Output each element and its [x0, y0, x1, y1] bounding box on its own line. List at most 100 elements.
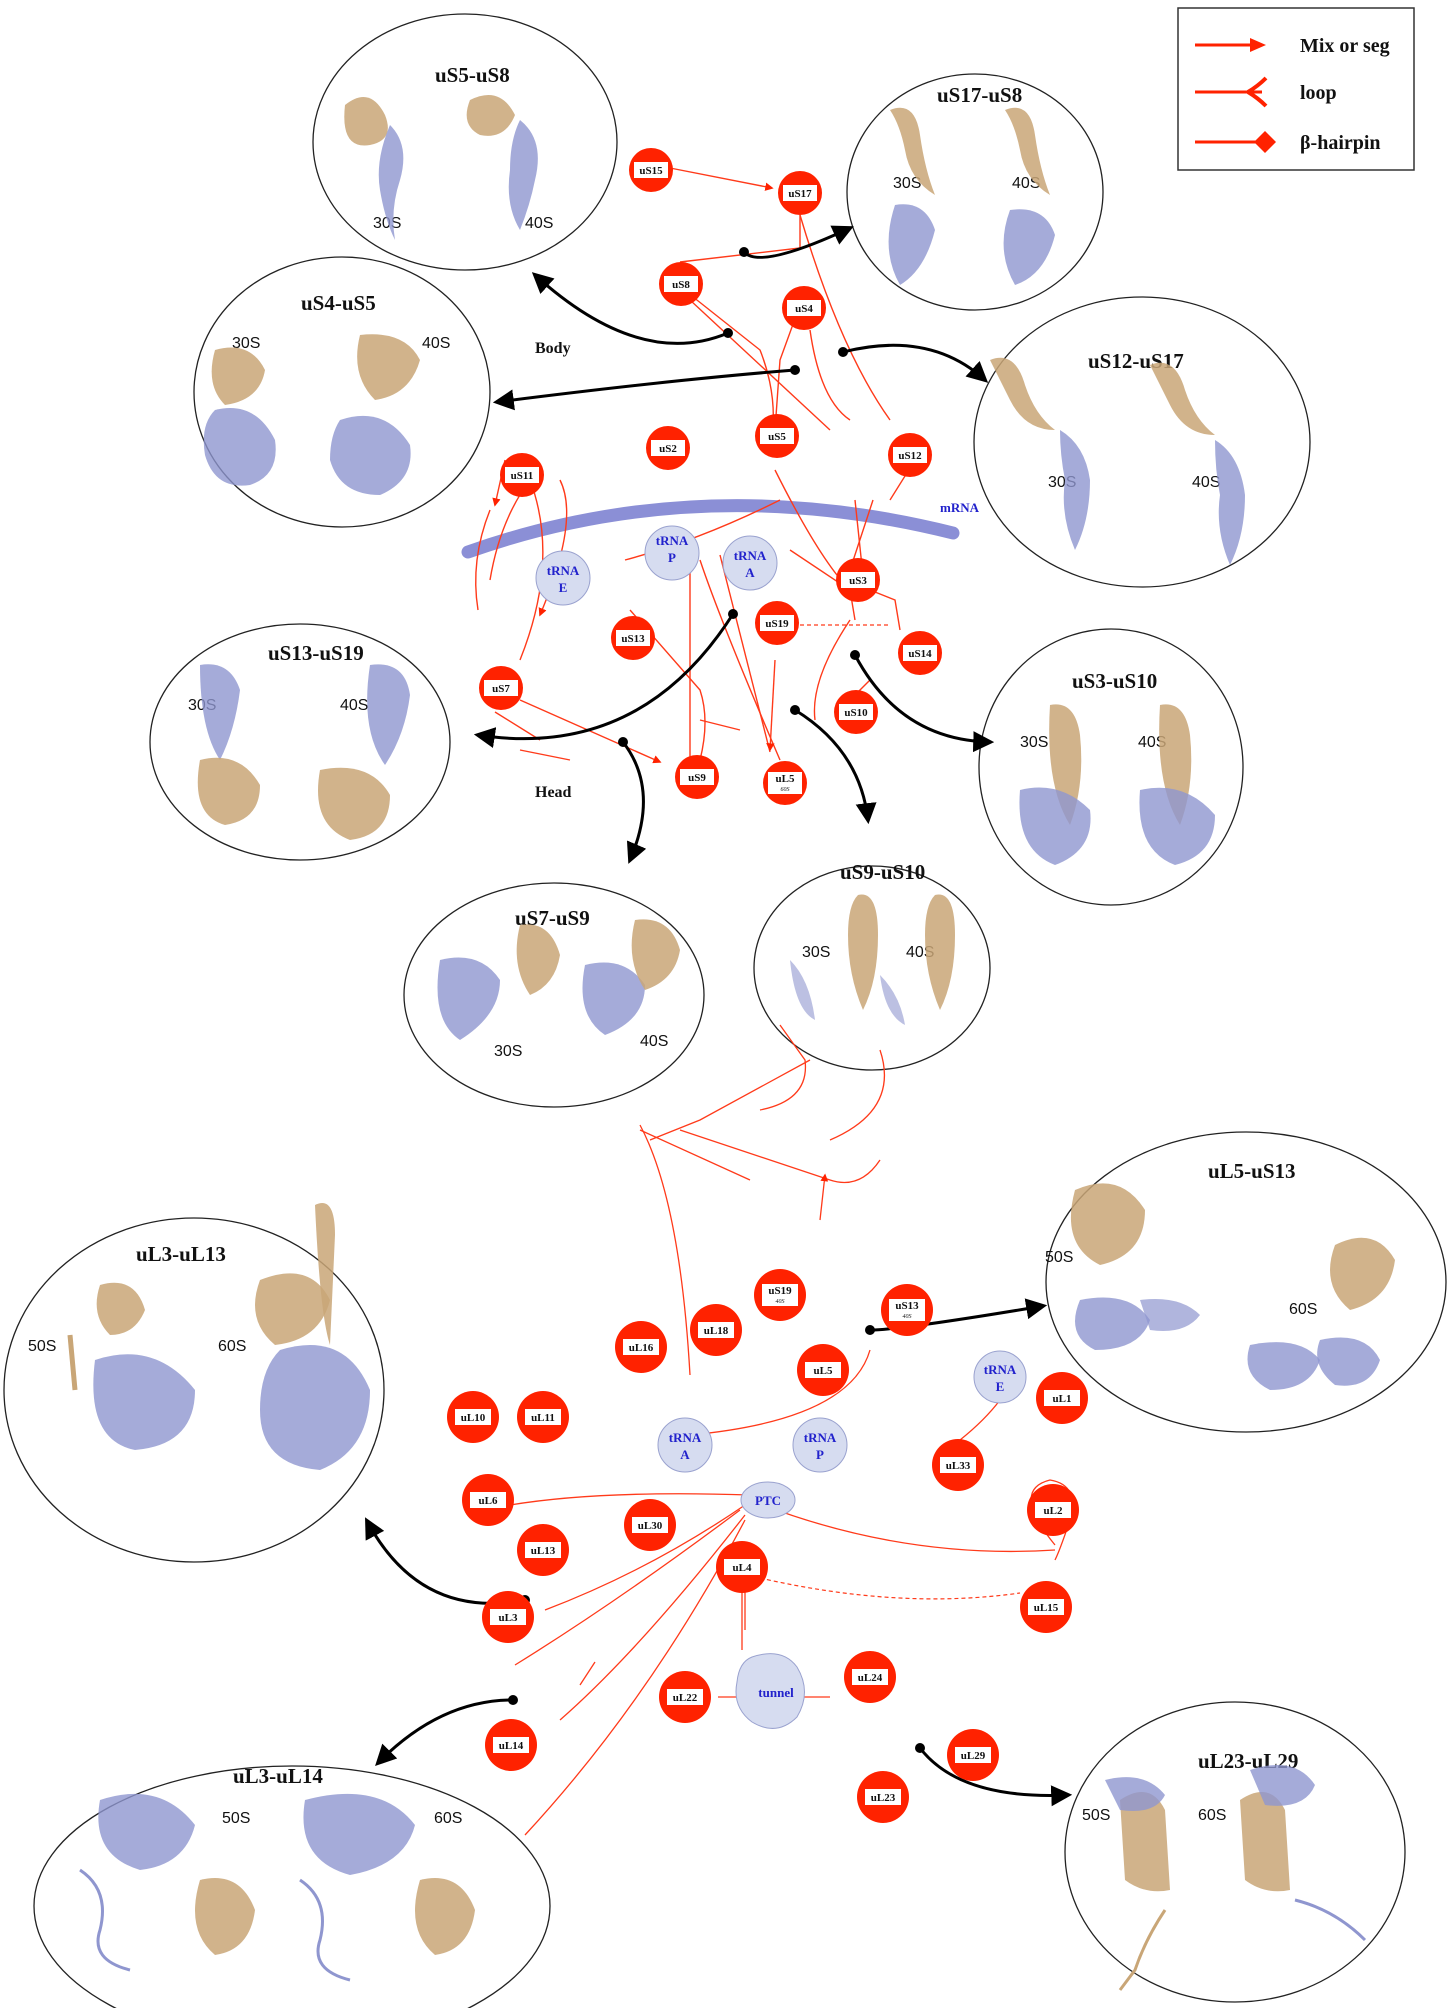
node-label-box	[903, 645, 937, 661]
protein-node-us9[interactable]: uS9	[675, 755, 719, 799]
trna-e-node[interactable]: tRNA E	[973, 1350, 1027, 1404]
protein-node-ul1[interactable]: uL1	[1036, 1372, 1088, 1424]
bridge-dots	[508, 247, 925, 1753]
trna-a-node[interactable]: tRNA A	[657, 1417, 713, 1473]
circle-title: uL5-uS13	[1208, 1159, 1296, 1183]
structure-circle: uS9-uS10 30S 40S	[753, 860, 991, 1071]
protein-node-ul5[interactable]: uL5	[797, 1344, 849, 1396]
node-label-box	[1028, 1599, 1064, 1615]
protein-node-us10[interactable]: uS10	[834, 690, 878, 734]
node-label: uL10	[461, 1412, 486, 1424]
legend-label: loop	[1300, 82, 1337, 104]
protein-node-us3[interactable]: uS3	[836, 558, 880, 602]
protein-node-ul24[interactable]: uL24	[844, 1651, 896, 1703]
protein-node-ul10[interactable]: uL10	[447, 1391, 499, 1443]
circle-right-label: 60S	[1198, 1807, 1226, 1824]
circle-title: uS17-uS8	[937, 83, 1022, 107]
node-label: uL4	[733, 1562, 752, 1574]
mrna-strand	[461, 499, 960, 559]
protein-node-ul3[interactable]: uL3	[482, 1591, 534, 1643]
node-label-box	[955, 1747, 991, 1763]
tunnel-node[interactable]: tunnel	[735, 1653, 805, 1729]
node-label-box	[616, 630, 650, 646]
protein-node-us8[interactable]: uS8	[659, 262, 703, 306]
protein-node-us13[interactable]: uS13	[611, 616, 655, 660]
protein-node-us4[interactable]: uS4	[782, 286, 826, 330]
protein-node-ul4[interactable]: uL4	[716, 1541, 768, 1593]
protein-node-ul2[interactable]: uL2	[1027, 1484, 1079, 1536]
protein-node-ul11[interactable]: uL11	[517, 1391, 569, 1443]
structure-circle: uS7-uS9 30S 40S	[403, 882, 705, 1108]
protein-node-us17[interactable]: uS17	[778, 171, 822, 215]
node-label: tRNA	[669, 1430, 702, 1445]
circle-right-label: 40S	[422, 335, 450, 352]
circle-title: uL3-uL13	[136, 1242, 226, 1266]
protein-structure-image	[67, 1203, 370, 1470]
node-label-box	[493, 1737, 529, 1753]
structure-circles: uS5-uS8 30S 40S uS17-uS8 30S 40S	[3, 13, 1447, 2008]
trna-a-node[interactable]: tRNA A	[722, 535, 778, 591]
protein-node-ul22[interactable]: uL22	[659, 1671, 711, 1723]
trna-e-node[interactable]: tRNA E	[535, 550, 591, 606]
protein-node-ul6[interactable]: uL6	[462, 1474, 514, 1526]
ptc-node[interactable]: PTC	[740, 1481, 796, 1519]
protein-structure-image	[1019, 704, 1215, 865]
protein-node-ul18[interactable]: uL18	[690, 1304, 742, 1356]
structure-circle: uS5-uS8 30S 40S	[312, 13, 618, 271]
node-label: uS15	[639, 165, 663, 177]
protein-node-ul23[interactable]: uL23	[857, 1771, 909, 1823]
body-label: Body	[535, 340, 571, 357]
protein-node-ul13[interactable]: uL13	[517, 1524, 569, 1576]
node-label: uS19	[765, 618, 789, 630]
node-label-box	[455, 1409, 491, 1425]
protein-structure-image	[437, 919, 680, 1040]
protein-node-ul15[interactable]: uL15	[1020, 1581, 1072, 1633]
protein-node-us14[interactable]: uS14	[898, 631, 942, 675]
protein-node-ul14[interactable]: uL14	[485, 1719, 537, 1771]
structure-circle: uL23-uL29 50S 60S	[1064, 1701, 1406, 2003]
protein-structure-image	[1070, 1183, 1395, 1390]
protein-node-ul16[interactable]: uL16	[615, 1321, 667, 1373]
node-label: uL16	[629, 1342, 654, 1354]
circle-right-label: 40S	[525, 215, 553, 232]
diamond-icon	[1254, 131, 1276, 153]
node-label-box	[841, 572, 875, 588]
circle-left-label: 50S	[1045, 1249, 1073, 1266]
protein-node-us15[interactable]: uS15	[629, 148, 673, 192]
protein-node-us2[interactable]: uS2	[646, 426, 690, 470]
structure-circle: uS12-uS17 30S 40S	[973, 296, 1311, 588]
protein-node-ul30[interactable]: uL30	[624, 1499, 676, 1551]
structure-circle: uL3-uL14 50S 60S	[33, 1764, 551, 2008]
circle-left-label: 30S	[373, 215, 401, 232]
protein-structure-image	[203, 334, 420, 495]
node-label-box	[470, 1492, 506, 1508]
circle-left-label: 50S	[28, 1338, 56, 1355]
node-label: uL5	[814, 1365, 833, 1377]
circle-left-label: 50S	[222, 1810, 250, 1827]
circle-right-label: 60S	[434, 1810, 462, 1827]
node-label: uL29	[961, 1750, 986, 1762]
node-label: uS2	[659, 443, 677, 455]
node-label: E	[996, 1379, 1005, 1394]
circle-title: uS9-uS10	[840, 860, 925, 884]
protein-node-us19[interactable]: uS19	[755, 601, 799, 645]
protein-node-us5[interactable]: uS5	[755, 414, 799, 458]
trna-p-node[interactable]: tRNA P	[644, 525, 700, 581]
protein-node-us12[interactable]: uS12	[888, 433, 932, 477]
protein-node-us7[interactable]: uS7	[479, 666, 523, 710]
protein-node-ul33[interactable]: uL33	[932, 1439, 984, 1491]
node-label: uL33	[946, 1460, 971, 1472]
node-label: A	[680, 1447, 690, 1462]
node-label: uS17	[788, 188, 812, 200]
circle-title: uS3-uS10	[1072, 669, 1157, 693]
protein-node-ul29[interactable]: uL29	[947, 1729, 999, 1781]
node-label-box	[1044, 1390, 1080, 1406]
protein-node-us11[interactable]: uS11	[500, 453, 544, 497]
fork-icon	[1246, 76, 1268, 108]
legend-label: β-hairpin	[1300, 132, 1381, 154]
node-label: uL22	[673, 1692, 698, 1704]
trna-p-node[interactable]: tRNA P	[792, 1417, 848, 1473]
